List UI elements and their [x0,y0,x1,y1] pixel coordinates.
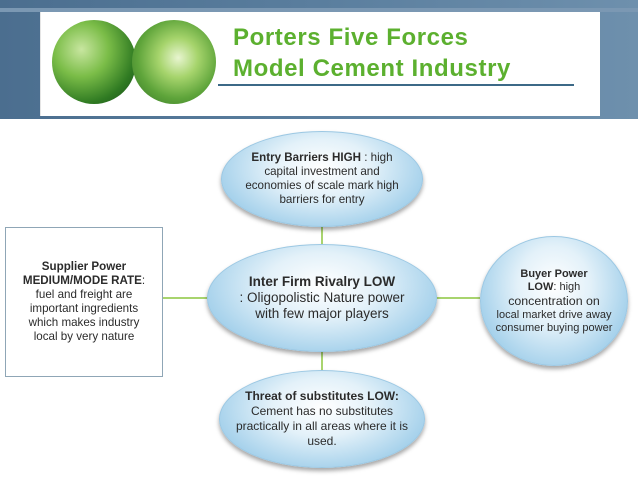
buyer-power-level: LOW [528,281,554,293]
buyer-power-heading: Buyer Power [520,268,587,280]
header-rule [218,84,574,86]
rivalry-node: Inter Firm Rivalry LOW: Oligopolistic Na… [207,244,437,352]
rivalry-text: : Oligopolistic Nature power with few ma… [239,290,404,321]
substitutes-text: Cement has no substitutes practically in… [236,404,408,448]
supplier-power-heading: Supplier Power MEDIUM/MODE RATE [23,260,142,287]
substitutes-node: Threat of substitutes LOW:Cement has no … [219,370,425,468]
rivalry-heading: Inter Firm Rivalry LOW [249,274,395,289]
slide-title: Porters Five Forces Model Cement Industr… [233,22,613,84]
leaf-photo-image [52,20,136,104]
title-line-1: Porters Five Forces [233,22,613,53]
buyer-power-text-2: concentration on [508,294,600,308]
substitutes-heading: Threat of substitutes LOW: [245,389,399,403]
leaf-photo-image [132,20,216,104]
supplier-power-node: Supplier Power MEDIUM/MODE RATE: fuel an… [5,227,163,377]
buyer-power-text-3: local market drive away consumer buying … [496,309,613,334]
entry-barriers-node: Entry Barriers HIGH : high capital inves… [221,131,423,227]
title-line-2: Model Cement Industry [233,53,613,84]
buyer-power-text-1: : high [553,281,580,293]
entry-barriers-heading: Entry Barriers HIGH [251,151,361,164]
